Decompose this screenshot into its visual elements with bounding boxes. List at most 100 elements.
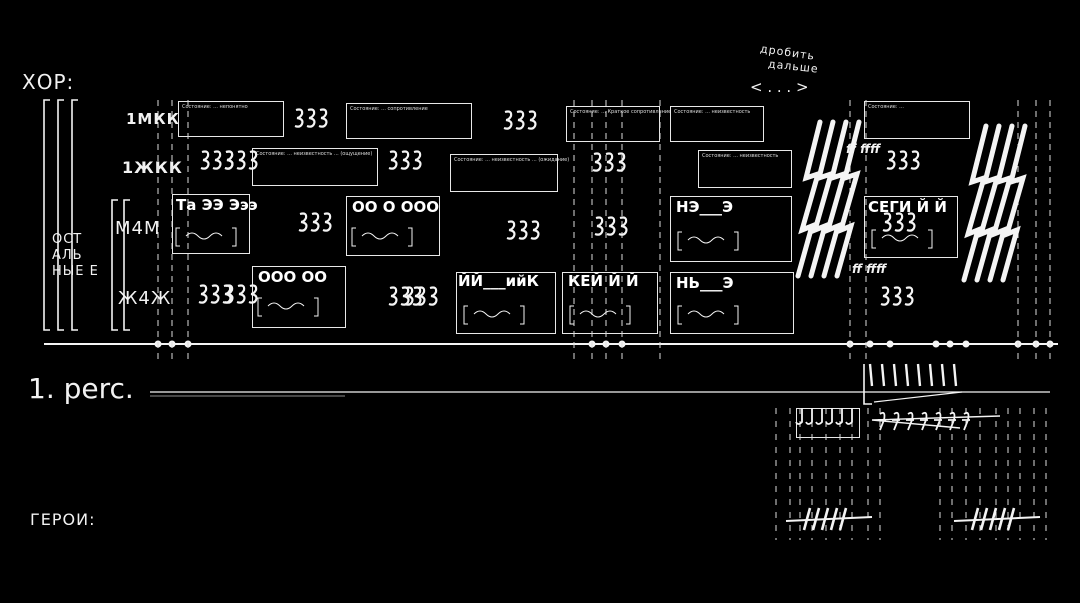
dotted-bracket — [408, 227, 413, 247]
rhythm-figure — [604, 152, 614, 172]
rhythm-figure — [503, 110, 513, 130]
rhythm-figure — [412, 150, 422, 170]
rhythm-figure — [428, 286, 438, 306]
state-box: Состояние: ... непонятно — [178, 101, 284, 137]
syllables-m4m-4: СЕГИ Й Й — [868, 198, 947, 216]
perc-forte — [948, 411, 956, 431]
rhythm-figure — [892, 286, 902, 306]
rhythm-figure — [310, 212, 320, 232]
perc-forte — [878, 411, 886, 431]
hero-hash — [829, 507, 839, 531]
rhythm-figure — [515, 110, 525, 130]
beat-dot — [932, 340, 940, 348]
cluster-stroke — [1000, 123, 1028, 283]
rhythm-figure — [518, 220, 528, 240]
rhythm-figure — [506, 220, 516, 240]
rhythm-figure — [294, 108, 304, 128]
rhythm-figure — [910, 150, 920, 170]
state-box-text: Состояние: ... сопротивление — [350, 106, 428, 112]
state-box-text: Состояние: ... Краткое сопротивление — [570, 109, 672, 115]
syllables-zh4zh-2: ЙЙ___ийК — [458, 272, 539, 290]
rhythm-figure — [880, 286, 890, 306]
perc-stroke — [868, 363, 874, 387]
syllable-box — [864, 196, 958, 258]
beat-dot — [962, 340, 970, 348]
rhythm-figure — [298, 212, 308, 232]
rhythm-figure — [400, 150, 410, 170]
hero-hash — [802, 507, 812, 531]
rhythm-figure — [388, 286, 398, 306]
cluster-stroke — [795, 119, 823, 279]
syllables-zh4zh-1: ООО ОО — [258, 268, 327, 286]
percussion-label: 1. perc. — [28, 372, 134, 405]
perc-note — [825, 408, 833, 425]
rhythm-figure — [210, 284, 220, 304]
state-box: Состояние: ... неизвестность ... (ощущен… — [252, 148, 378, 186]
state-box-text: Состояние: ... неизвестность — [702, 153, 779, 159]
perc-stroke — [940, 363, 946, 387]
state-box: Состояние: ... неизвестность — [670, 106, 764, 142]
bracket — [57, 99, 64, 331]
dotted-bracket — [569, 305, 574, 325]
bracket — [43, 99, 50, 331]
rhythm-figure — [224, 150, 234, 170]
rhythm-figure — [904, 286, 914, 306]
syllable-box — [562, 272, 658, 334]
cluster-stroke — [974, 123, 1002, 283]
dotted-bracket — [677, 231, 682, 251]
beat-dot — [886, 340, 894, 348]
dotted-bracket — [351, 227, 356, 247]
wave-mark — [881, 234, 919, 242]
rhythm-figure — [318, 108, 328, 128]
state-box-text: Состояние: ... непонятно — [182, 104, 248, 110]
perc-note — [845, 408, 853, 425]
voice-label-zh4zh: Ж4Ж — [118, 288, 172, 309]
beat-dot — [946, 340, 954, 348]
dotted-bracket — [734, 305, 739, 325]
voice-label-1zhk: 1ЖКК — [122, 158, 183, 177]
hero-hash — [785, 516, 873, 522]
hero-hash — [811, 507, 821, 531]
syllables-m4m-3: НЭ___Э — [676, 198, 734, 216]
wave-mark — [473, 310, 511, 318]
syllable-box — [670, 196, 792, 262]
dotted-bracket — [463, 305, 468, 325]
perc-forte — [920, 411, 928, 431]
hero-hash — [1006, 507, 1016, 531]
perc-stroke — [880, 363, 886, 387]
dynamics-lower: ff ffff — [852, 262, 887, 276]
perc-note — [805, 408, 813, 425]
perc-note — [835, 408, 843, 425]
dotted-bracket — [232, 227, 237, 247]
rhythm-figure — [404, 286, 414, 306]
state-box: Состояние: ... сопротивление — [346, 103, 472, 139]
voice-label-1mk: 1МКК — [126, 110, 180, 128]
hero-hash — [820, 507, 830, 531]
dotted-bracket — [314, 297, 319, 317]
syllable-box — [346, 196, 440, 256]
rhythm-figure — [592, 152, 602, 172]
hero-hash — [997, 507, 1007, 531]
perc-forte — [934, 411, 942, 431]
hero-hash — [988, 507, 998, 531]
cluster-stroke — [961, 123, 989, 283]
state-box-text: Состояние: ... — [868, 104, 904, 110]
cluster-stroke — [834, 119, 862, 279]
perc-forte — [906, 411, 914, 431]
heroes-label: ГЕРОИ: — [30, 510, 96, 529]
syllables-zh4zh-3: КЕЙ Й Й — [568, 272, 639, 290]
rhythm-figure — [416, 286, 426, 306]
rhythm-figure — [200, 150, 210, 170]
state-box: Состояние: ... неизвестность — [698, 150, 792, 188]
dotted-bracket — [734, 231, 739, 251]
rhythm-figure — [618, 216, 628, 236]
rhythm-figure — [248, 284, 258, 304]
syllables-m4m-1: Та ЭЭ Эээ — [176, 196, 258, 214]
perc-line — [873, 391, 963, 403]
rhythm-figure — [236, 150, 246, 170]
rhythm-figure — [906, 212, 916, 232]
hero-hash — [953, 516, 1041, 522]
rhythm-figure — [527, 110, 537, 130]
hero-hash — [970, 507, 980, 531]
